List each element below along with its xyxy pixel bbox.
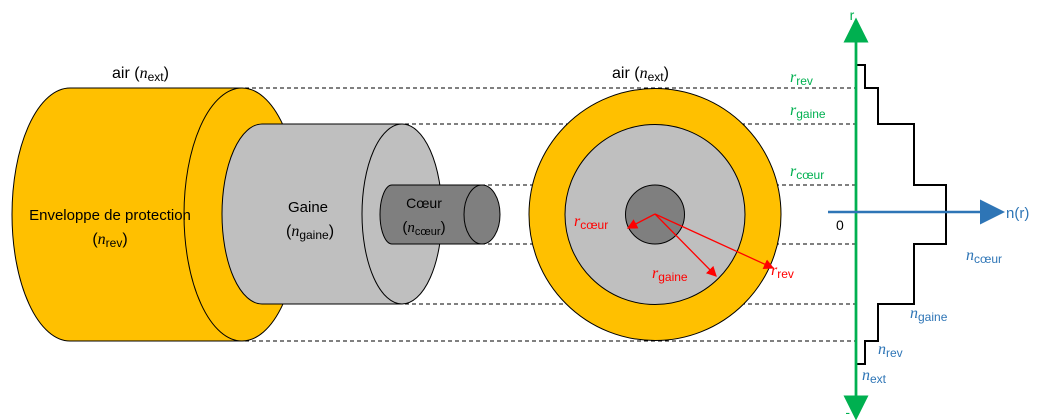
gaine-index: (ngaine) bbox=[286, 223, 334, 242]
air-left-label: air (next) bbox=[112, 65, 169, 84]
envelope-label: Enveloppe de protection bbox=[29, 207, 191, 224]
air-right-label: air (next) bbox=[612, 65, 669, 84]
coeur-label: Cœur bbox=[406, 195, 442, 211]
axis-r-rev: rrev bbox=[790, 69, 813, 88]
arrow-r-gaine bbox=[654, 213, 717, 277]
axis-zero-label: 0 bbox=[836, 217, 844, 233]
arrow-r-coeur bbox=[626, 213, 656, 229]
gaine-label: Gaine bbox=[288, 199, 328, 216]
arrow-r-rev bbox=[654, 213, 775, 269]
radius-arrows bbox=[626, 213, 775, 277]
core-cylinder bbox=[379, 184, 501, 245]
label-r-coeur: rcœur bbox=[574, 213, 608, 232]
coeur-index: (ncœur) bbox=[402, 219, 445, 238]
label-r-gaine: rgaine bbox=[652, 265, 688, 284]
label-n-rev: nrev bbox=[878, 341, 903, 360]
label-n-ext: next bbox=[862, 367, 887, 386]
axis-top-label: r bbox=[850, 7, 855, 23]
axis-r-gaine: rgaine bbox=[790, 102, 826, 121]
label-n-gaine: ngaine bbox=[910, 305, 948, 324]
envelope-index: (nrev) bbox=[92, 231, 127, 250]
label-r-rev: rrev bbox=[771, 262, 794, 281]
index-profile bbox=[856, 64, 947, 365]
n-axis-label: n(r) bbox=[1006, 205, 1029, 222]
axis-bottom-label: - r bbox=[845, 404, 859, 420]
label-n-coeur: ncœur bbox=[966, 247, 1002, 266]
axis-r-coeur: rcœur bbox=[790, 163, 824, 182]
